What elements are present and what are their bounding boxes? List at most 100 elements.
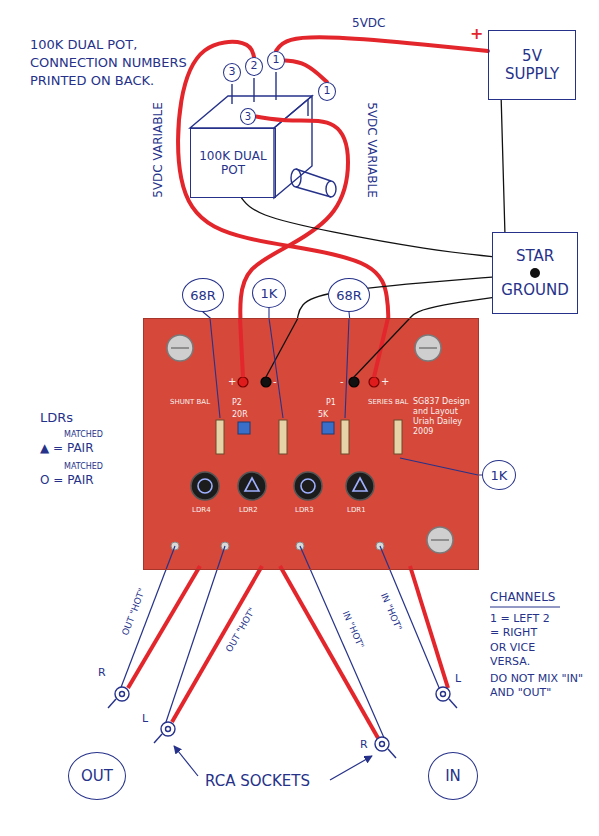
polarity-mark: + <box>381 376 389 388</box>
wire-label: 5VDC <box>350 16 387 30</box>
underline <box>490 607 560 608</box>
ldr-socket <box>191 472 219 500</box>
board-marking: LDR3 <box>295 506 314 514</box>
note-box: RCA SOCKETS <box>205 772 310 790</box>
callout-value: 1K <box>252 278 286 308</box>
polarity-mark: + <box>228 376 236 388</box>
matched-pair-mark <box>301 479 315 493</box>
channel-letter-box: L <box>455 672 461 685</box>
wire-connector <box>276 37 488 51</box>
hot-wire <box>120 546 440 740</box>
board-marking: 5K <box>318 410 328 420</box>
wire-on-board <box>240 318 410 377</box>
ground-wire <box>280 566 378 738</box>
board-marking: LDR2 <box>239 506 258 514</box>
note-heading: CHANNELS <box>490 590 555 604</box>
board-marking-box: 20R <box>232 410 248 420</box>
legend-entry: O = PAIR <box>40 473 94 487</box>
board-marking-box: LDR1 <box>347 506 366 514</box>
board-marking: P1 <box>326 398 336 408</box>
hot-wire <box>300 546 385 740</box>
resistor-symbol <box>341 420 349 454</box>
wire-connector <box>501 100 505 232</box>
node-text: 1 <box>273 54 280 66</box>
socket-group-label: OUT <box>68 752 126 800</box>
note-box: DO NOT MIX "IN" AND "OUT" <box>490 672 590 701</box>
legend-note-box: MATCHED <box>64 462 103 472</box>
ldr-socket <box>191 472 374 500</box>
pot-pin <box>253 78 254 102</box>
underline <box>490 607 560 608</box>
terminal <box>238 377 248 387</box>
node-text: 68R <box>190 288 216 303</box>
wire-connector <box>268 308 269 318</box>
resistor-symbol <box>279 420 287 454</box>
trimmer-pot <box>322 422 334 434</box>
terminal <box>349 377 359 387</box>
wire-connector <box>242 198 492 257</box>
node-text: 2 <box>251 60 258 72</box>
legend-entry: ▲ = PAIR <box>40 441 93 455</box>
legend-entry-box: ▲ = PAIR <box>40 441 93 455</box>
wire-label-box: IN "HOT" <box>339 608 367 652</box>
pot-shaft <box>326 181 336 197</box>
circuit-board: SG837 Design and Layout Uriah Dailey 200… <box>143 318 479 570</box>
board-marking-box: SHUNT BAL <box>170 398 210 406</box>
channel-letter-box: R <box>98 666 106 679</box>
note-box: 1 = LEFT 2 = RIGHT OR VICE VERSA. <box>490 612 556 669</box>
pot-side-face <box>274 96 312 198</box>
wire-label: IN "HOT" <box>377 590 404 635</box>
pin-number: 1 <box>318 82 336 101</box>
wire-connector <box>298 277 492 318</box>
board-marking-box: P1 <box>326 398 336 408</box>
board-marking: SHUNT BAL <box>170 398 210 406</box>
pot-pin <box>275 72 276 100</box>
wire-connector <box>285 61 327 83</box>
rca-socket <box>108 687 457 758</box>
mounting-screw <box>419 347 437 349</box>
pot-shaft <box>296 169 331 181</box>
legend-note: MATCHED <box>64 462 103 472</box>
rca-socket <box>380 742 385 747</box>
node-text: 68R <box>336 288 362 303</box>
legend-note-box: MATCHED <box>64 430 103 440</box>
pin-number: 3 <box>223 63 241 82</box>
channel-letter-box: L <box>142 712 148 725</box>
leader-line <box>269 318 283 418</box>
matched-pair-mark <box>198 478 367 493</box>
pin-number: 3 <box>240 108 256 125</box>
legend-heading-box: LDRs <box>40 410 73 426</box>
wire-label-box: 5VDC VARIABLE <box>365 100 379 200</box>
ground-wire <box>172 566 262 722</box>
node-text: SG837 Design and Layout Uriah Dailey 200… <box>413 397 473 437</box>
board-marking: P2 <box>232 398 242 408</box>
wire-on-board <box>240 318 243 377</box>
polarity-mark-box: + <box>470 24 483 43</box>
mounting-screw <box>167 335 193 361</box>
trimmer-pot <box>238 422 250 434</box>
rca-socket <box>120 692 125 697</box>
board-photo <box>143 318 479 570</box>
ldr-socket <box>294 472 322 500</box>
node-text: 1 <box>324 85 331 97</box>
pin-number: 2 <box>245 57 263 76</box>
node-text: 100K DUAL POT <box>197 149 269 177</box>
polarity-mark: + <box>470 24 483 43</box>
legend-entry-box: O = PAIR <box>40 473 94 487</box>
rca-socket <box>449 699 457 708</box>
legend-note: MATCHED <box>64 430 103 440</box>
rca-socket <box>388 749 396 758</box>
rca-socket <box>441 692 446 697</box>
channel-letter-box: R <box>360 738 368 751</box>
legend-heading: LDRs <box>40 410 73 426</box>
wire-connector <box>410 298 492 318</box>
power-supply-box: 5V SUPPLY <box>488 30 576 100</box>
star-ground-box: STAR GROUND <box>492 232 578 314</box>
node-text: 5V SUPPLY <box>496 47 568 83</box>
wire-label: 5VDC VARIABLE <box>365 100 379 200</box>
ground-wire <box>410 566 448 688</box>
terminal <box>369 377 379 387</box>
note-heading-box: CHANNELS <box>490 590 555 604</box>
